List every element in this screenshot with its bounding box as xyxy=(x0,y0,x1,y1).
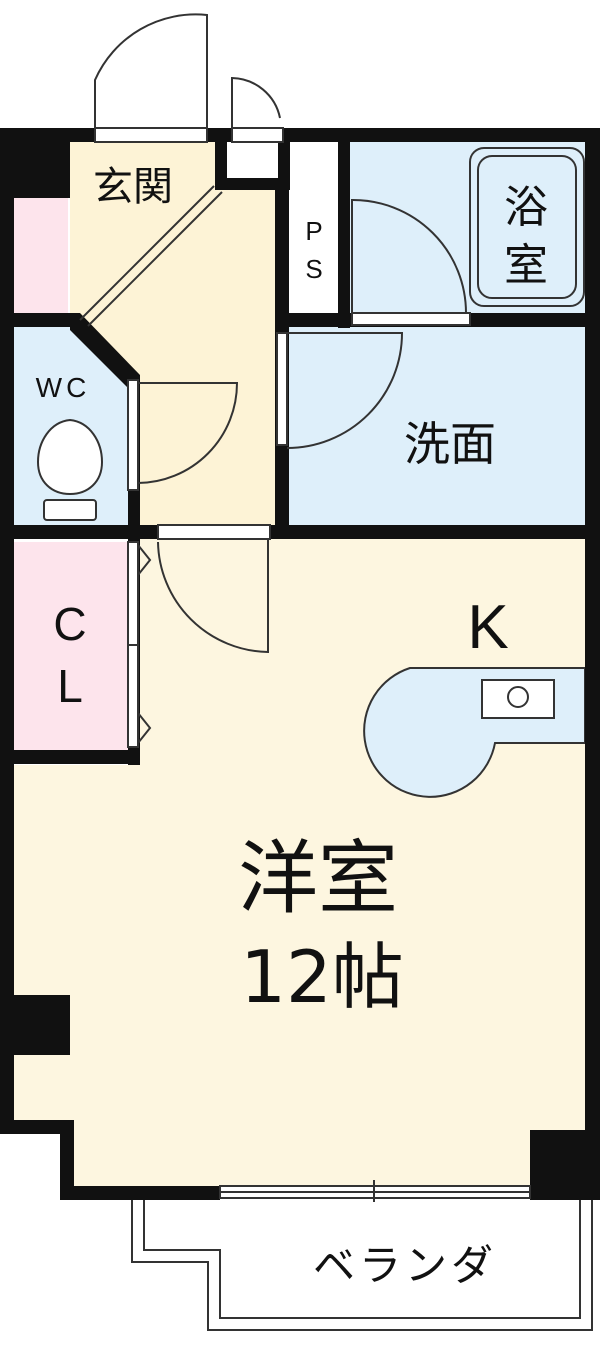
closet-folding-door-bottom xyxy=(137,712,152,744)
ps-label-1: P xyxy=(305,216,322,246)
entrance-floor xyxy=(70,140,275,527)
bathroom-label-2: 室 xyxy=(504,240,548,291)
washroom-floor xyxy=(288,327,585,525)
front-door-frame xyxy=(94,127,208,143)
wc-door-swing xyxy=(137,382,239,484)
bathroom-floor xyxy=(350,140,585,315)
western-room-size-label: 12帖 xyxy=(240,935,404,1019)
closet-floor xyxy=(12,542,130,750)
bathtub-icon xyxy=(469,147,585,307)
closet-label-2: L xyxy=(57,660,83,712)
kitchen-label: K xyxy=(467,593,508,662)
washroom-label: 洗面 xyxy=(404,417,496,471)
meter-door-frame xyxy=(231,127,284,143)
shoe-storage-floor xyxy=(12,195,68,313)
room-labels: 玄関 浴 室 P S WC 洗面 C L K 洋室 12帖 ベランダ xyxy=(36,164,548,1290)
veranda-outline xyxy=(131,1200,593,1331)
western-room-label: 洋室 xyxy=(238,832,398,925)
washroom-door-swing xyxy=(286,332,404,449)
kitchen-counter xyxy=(363,667,586,798)
ps-floor xyxy=(290,140,338,315)
wc-label: WC xyxy=(36,372,91,403)
faucet-icon xyxy=(507,686,529,708)
ps-label-2: S xyxy=(305,254,322,284)
toilet-icon xyxy=(36,418,104,521)
veranda-label: ベランダ xyxy=(313,1241,497,1290)
front-door-swing xyxy=(94,13,208,128)
doors xyxy=(79,13,531,1202)
entrance-label: 玄関 xyxy=(93,164,173,210)
entrance-sliding-panel xyxy=(87,191,223,327)
meter-door-swing xyxy=(231,76,281,128)
bathroom-label-1: 浴 xyxy=(504,182,548,233)
closet-folding-door-top xyxy=(137,544,152,576)
living-door-swing xyxy=(157,539,269,654)
bathroom-door-swing xyxy=(351,198,467,314)
closet-label-1: C xyxy=(53,598,86,650)
